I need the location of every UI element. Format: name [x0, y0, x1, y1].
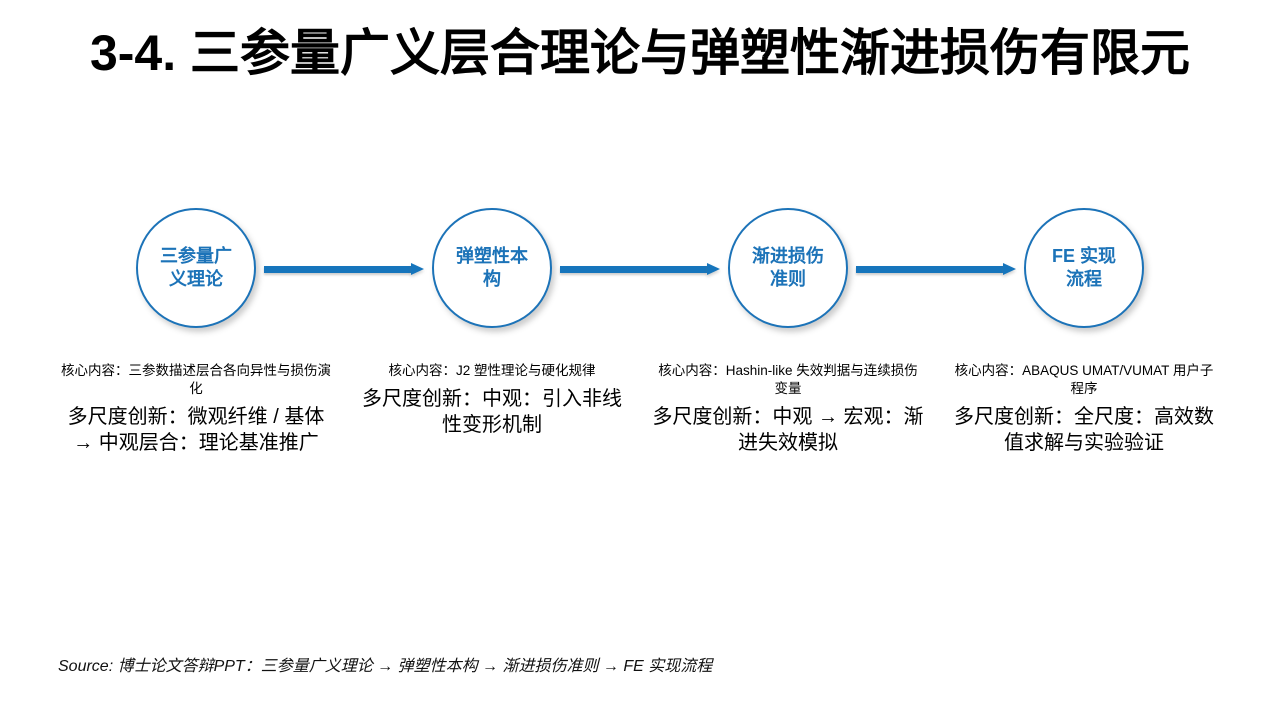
flow-node-2[interactable]: 弹塑性本构 [432, 208, 552, 328]
caption-block-1: 核心内容：三参数描述层合各向异性与损伤演化 多尺度创新：微观纤维 / 基体 → … [60, 362, 332, 456]
page-title: 3-4. 三参量广义层合理论与弹塑性渐进损伤有限元 [89, 25, 1191, 81]
caption-1-core-content: 核心内容：三参数描述层合各向异性与损伤演化 [61, 363, 331, 396]
caption-3-innovation: 多尺度创新：中观 → 宏观：渐进失效模拟 [652, 405, 924, 455]
arrow-shaft [264, 265, 411, 273]
source-note: Source: 博士论文答辩PPT：三参量广义理论 → 弹塑性本构 → 渐进损伤… [58, 658, 713, 675]
caption-3-core-content: 核心内容：Hashin-like 失效判据与连续损伤变量 [658, 363, 918, 396]
flow-arrow-2-icon [560, 263, 720, 275]
flow-node-2-label: 弹塑性本构 [456, 245, 528, 289]
arrow-shaft [560, 265, 707, 273]
process-flow-diagram: 三参量广义理论 弹塑性本构 渐进损伤准则 FE 实现流程 [0, 208, 1280, 332]
flow-arrow-1-icon [264, 263, 424, 275]
flow-node-4[interactable]: FE 实现流程 [1024, 208, 1144, 328]
arrow-head [707, 263, 720, 275]
caption-block-2: 核心内容：J2 塑性理论与硬化规律 多尺度创新：中观：引入非线性变形机制 [356, 362, 628, 439]
caption-2-core-content: 核心内容：J2 塑性理论与硬化规律 [388, 363, 596, 378]
flow-node-1-label: 三参量广义理论 [160, 245, 232, 289]
flow-node-4-label: FE 实现流程 [1051, 245, 1116, 289]
flow-node-1[interactable]: 三参量广义理论 [136, 208, 256, 328]
caption-4-innovation: 多尺度创新：全尺度：高效数值求解与实验验证 [954, 405, 1214, 455]
caption-4-core-content: 核心内容：ABAQUS UMAT/VUMAT 用户子程序 [954, 363, 1214, 396]
caption-block-4: 核心内容：ABAQUS UMAT/VUMAT 用户子程序 多尺度创新：全尺度：高… [948, 362, 1220, 456]
flow-node-3-label: 渐进损伤准则 [752, 245, 824, 289]
caption-1-innovation: 多尺度创新：微观纤维 / 基体 → 中观层合：理论基准推广 [67, 405, 325, 455]
caption-block-3: 核心内容：Hashin-like 失效判据与连续损伤变量 多尺度创新：中观 → … [652, 362, 924, 456]
arrow-shaft [856, 265, 1003, 273]
arrow-head [411, 263, 424, 275]
flow-node-3[interactable]: 渐进损伤准则 [728, 208, 848, 328]
caption-2-innovation: 多尺度创新：中观：引入非线性变形机制 [362, 387, 622, 437]
arrow-head [1003, 263, 1016, 275]
flow-arrow-3-icon [856, 263, 1016, 275]
